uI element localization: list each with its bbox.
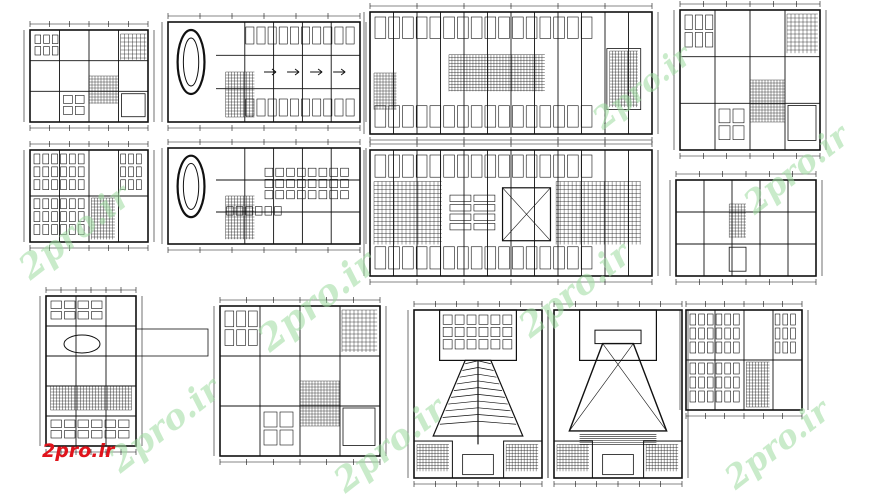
site-logo: 2pro.ir (42, 440, 115, 462)
plan-sheet-7 (363, 141, 659, 285)
plan-sheet-11 (407, 301, 549, 487)
plan-sheet-12 (547, 301, 689, 487)
floor-plan-sheets (23, 1, 827, 487)
plan-sheet-2 (161, 13, 367, 131)
plan-sheet-6 (161, 139, 367, 253)
plan-sheet-1 (23, 21, 155, 131)
plan-sheet-4 (673, 1, 827, 159)
plan-sheet-5 (23, 141, 155, 251)
plan-sheet-8 (669, 171, 823, 285)
plan-sheet-10 (213, 297, 387, 465)
plan-sheet-13 (679, 301, 809, 419)
plan-sheet-9 (39, 287, 209, 455)
plan-sheet-3 (363, 3, 659, 143)
